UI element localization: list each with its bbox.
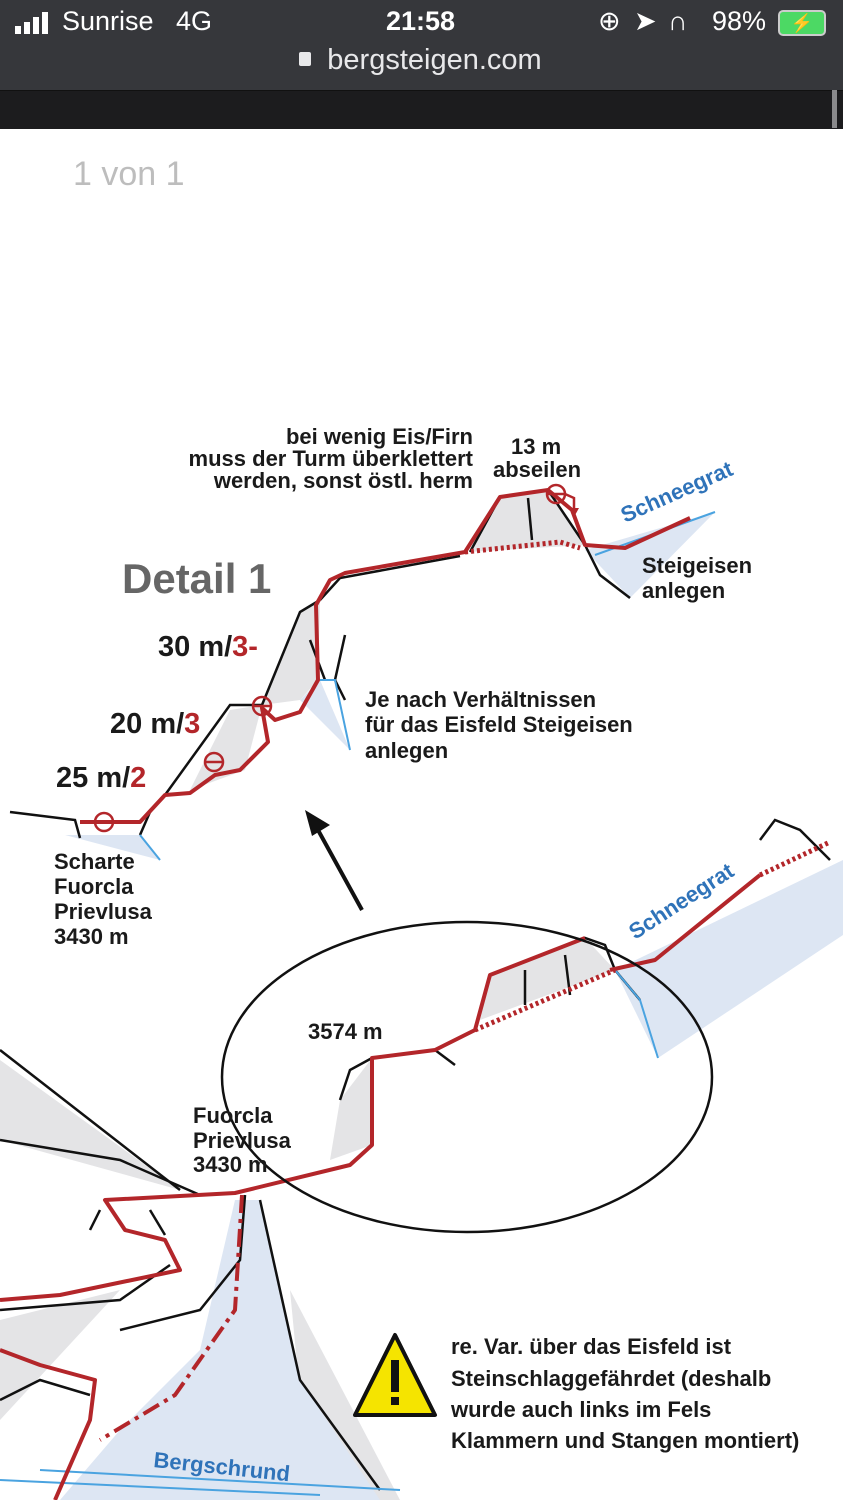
arrow-head-icon <box>305 810 330 836</box>
signal-icon <box>15 12 51 39</box>
warning-text-line: wurde auch links im Fels <box>450 1397 711 1422</box>
page-indicator: 1 von 1 <box>73 155 185 193</box>
pitch-3-label: 30 m/3- <box>158 631 258 663</box>
lower-route <box>0 1348 97 1500</box>
status-bar: Sunrise 4G 21:58 ⊕ ➤ ∩ 98% ⚡ bergsteigen… <box>0 0 843 90</box>
scrollbar[interactable] <box>832 90 837 128</box>
fuorcla-label: Fuorcla <box>193 1103 273 1128</box>
network: 4G <box>176 6 213 36</box>
col-label: 3430 m <box>54 924 129 949</box>
summit-altitude: 3574 m <box>308 1019 383 1044</box>
pitch-2-label: 20 m/3 <box>110 708 200 740</box>
location-icon: ➤ <box>634 6 657 36</box>
col-label: Fuorcla <box>54 874 134 899</box>
overview-circle <box>220 810 714 1234</box>
battery-percent: 98% <box>712 6 767 36</box>
arrow-line <box>316 829 364 911</box>
carrier: Sunrise <box>62 6 154 36</box>
warning-text-line: Steinschlaggefährdet (deshalb <box>451 1366 771 1391</box>
detail-route-variant <box>464 539 581 555</box>
icefield-note-line: anlegen <box>365 738 448 763</box>
main-route-variant <box>474 967 616 1033</box>
clock: 21:58 <box>386 6 456 36</box>
ice-fields <box>60 512 843 1500</box>
abseil-label: abseilen <box>493 457 581 482</box>
rock-shading <box>0 490 615 1500</box>
belay-icons <box>93 483 576 833</box>
battery-icon: ⚡ <box>778 10 826 36</box>
abseil-arrow-icon <box>569 508 579 517</box>
warning-icon <box>353 1333 437 1417</box>
route-lines <box>0 488 832 1500</box>
pitch-1-label: 25 m/2 <box>56 762 146 794</box>
rotation-lock-icon: ⊕ <box>598 6 621 36</box>
warning-text-line: re. Var. über das Eisfeld ist <box>451 1334 732 1359</box>
ice-variant-route <box>98 1194 244 1442</box>
pdf-toolbar <box>0 90 843 129</box>
main-route <box>0 936 586 1302</box>
fuorcla-label: Prievlusa <box>193 1128 292 1153</box>
note-tower-line: werden, sonst östl. herm <box>213 468 473 493</box>
lock-icon <box>299 52 311 66</box>
col-label: Prievlusa <box>54 899 153 924</box>
crampons-label: Steigeisen <box>642 553 752 578</box>
abseil-label: 13 m <box>511 434 561 459</box>
snow-ridge-route-dotted <box>758 839 832 878</box>
fuorcla-label: 3430 m <box>193 1152 268 1177</box>
col-label: Scharte <box>54 849 135 874</box>
crampons-label: anlegen <box>642 578 725 603</box>
url-text: bergsteigen.com <box>327 44 542 76</box>
note-tower-line: bei wenig Eis/Firn <box>286 424 473 449</box>
icefield-note-line: für das Eisfeld Steigeisen <box>365 712 633 737</box>
note-tower-line: muss der Turm überklettert <box>189 446 474 471</box>
snow-ridge-label: Schneegrat <box>617 456 737 528</box>
detail-title: Detail 1 <box>122 555 271 602</box>
warning-text-line: Klammern und Stangen montiert) <box>451 1428 799 1453</box>
headphones-icon: ∩ <box>668 6 688 36</box>
ice-lines <box>0 511 716 1496</box>
detail-route <box>80 488 691 824</box>
url-bar[interactable]: bergsteigen.com <box>0 44 843 77</box>
icefield-note-line: Je nach Verhältnissen <box>365 687 596 712</box>
snow-ridge-route <box>609 873 762 972</box>
